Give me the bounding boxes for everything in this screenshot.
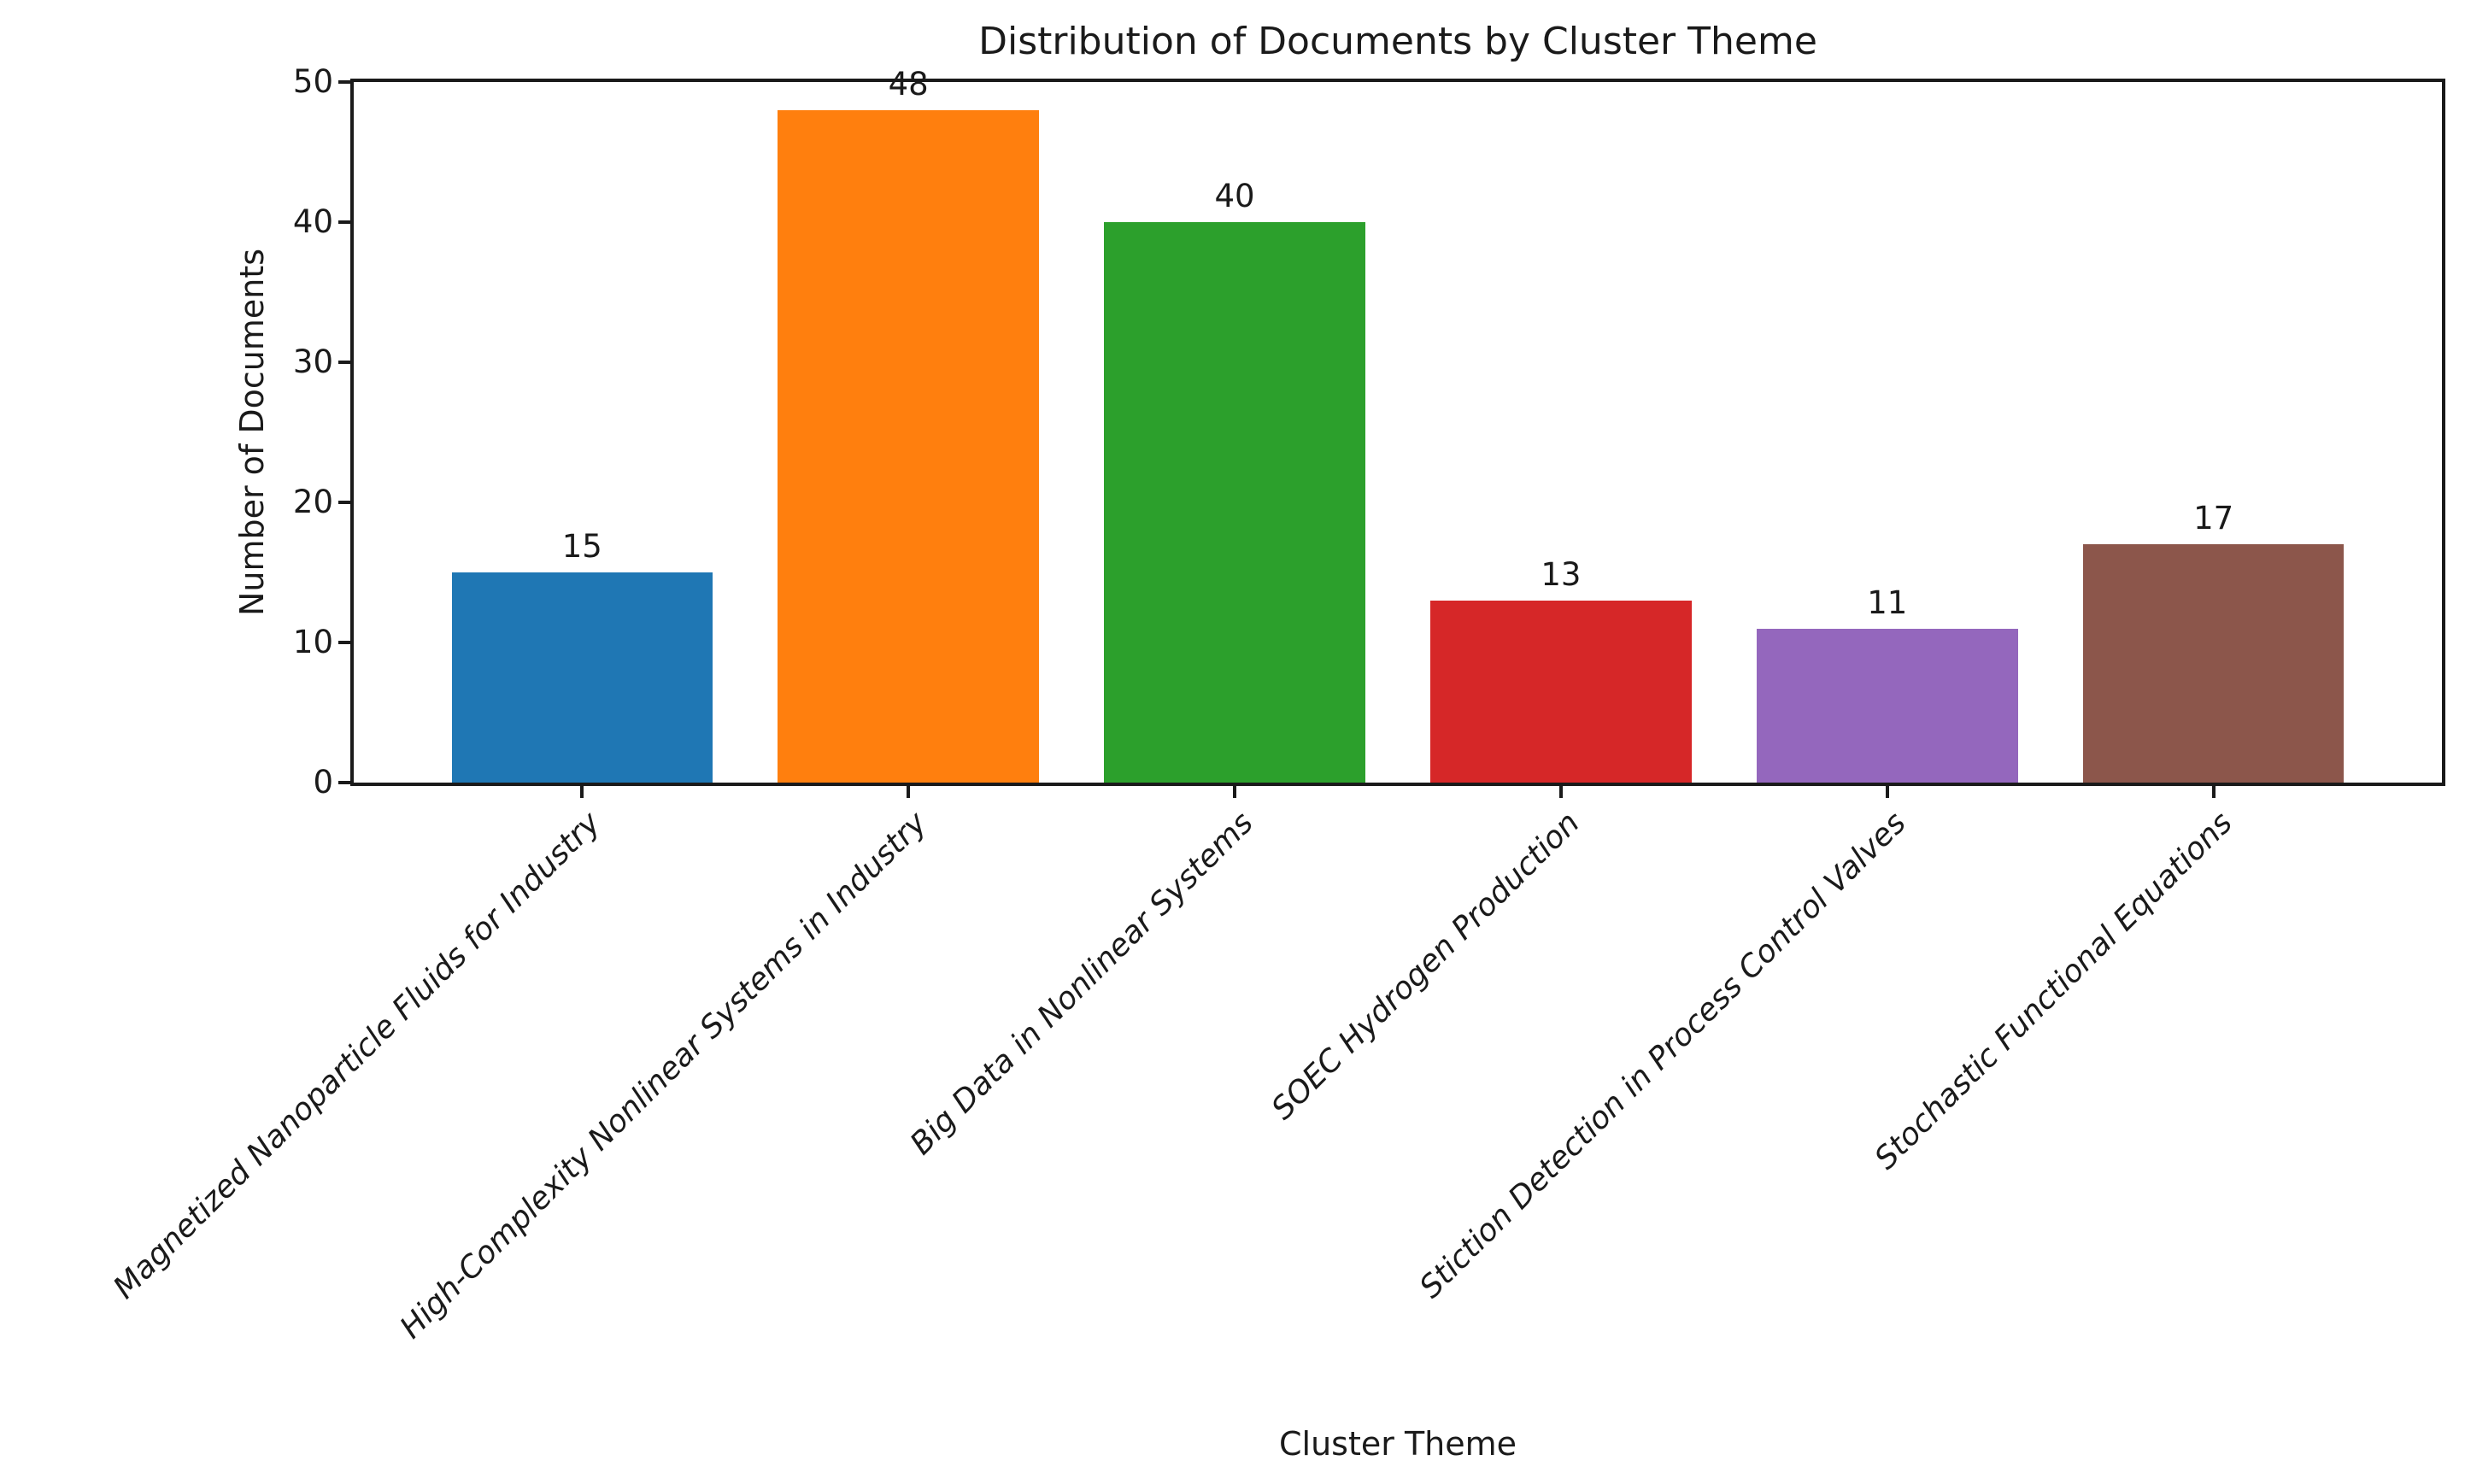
bar-3: [1430, 600, 1692, 783]
bar-value-label-0: 15: [561, 528, 602, 565]
y-tick-mark-4: [338, 220, 350, 224]
y-axis-label: Number of Documents: [233, 248, 271, 617]
y-tick-label-0: 0: [313, 764, 333, 801]
x-axis-label: Cluster Theme: [1278, 1425, 1517, 1463]
bar-4: [1757, 628, 2018, 783]
y-tick-label-5: 50: [292, 63, 333, 100]
bar-value-label-5: 17: [2193, 500, 2234, 537]
x-tick-label-1: High-Complexity Nonlinear Systems in Ind…: [393, 805, 934, 1346]
bar-1: [778, 109, 1039, 783]
x-tick-label-2: Big Data in Nonlinear Systems: [903, 805, 1260, 1162]
bar-value-label-3: 13: [1541, 555, 1582, 593]
x-tick-mark-1: [907, 786, 911, 798]
bar-5: [2082, 544, 2345, 783]
y-tick-mark-1: [338, 641, 350, 644]
x-tick-label-5: Stochastic Functional Equations: [1868, 805, 2239, 1176]
y-tick-mark-3: [338, 361, 350, 364]
y-tick-mark-5: [338, 80, 350, 84]
y-tick-label-4: 40: [292, 203, 333, 240]
bar-0: [451, 572, 713, 783]
y-tick-label-1: 10: [292, 624, 333, 660]
x-tick-mark-2: [1233, 786, 1237, 798]
x-tick-mark-3: [1558, 786, 1563, 798]
x-tick-mark-4: [1885, 786, 1889, 798]
bar-2: [1104, 222, 1365, 783]
plot-area: 15 48 40 13 11 17: [350, 67, 2445, 786]
x-tick-mark-0: [580, 786, 584, 798]
x-tick-mark-5: [2211, 786, 2216, 798]
x-tick-label-3: SOEC Hydrogen Production: [1265, 805, 1587, 1127]
y-tick-mark-2: [338, 501, 350, 504]
chart-title: Distribution of Documents by Cluster The…: [978, 20, 1817, 63]
bar-value-label-4: 11: [1867, 584, 1908, 621]
y-tick-label-2: 20: [292, 484, 333, 520]
bar-value-label-1: 48: [888, 65, 929, 103]
y-tick-label-3: 30: [292, 343, 333, 380]
y-tick-mark-0: [338, 781, 350, 784]
bar-value-label-2: 40: [1214, 178, 1255, 214]
